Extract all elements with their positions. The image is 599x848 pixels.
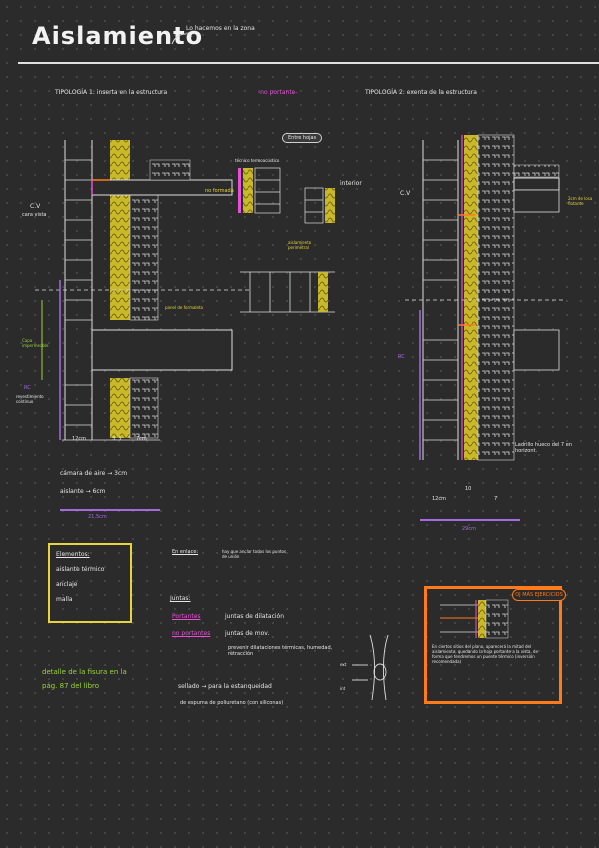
capa-impermeable-label: Capa impermeable xyxy=(22,338,49,348)
detalle-note: detalle de la fisura en la pág. 87 del l… xyxy=(42,668,127,690)
elementos-box: Elementos: aislante térmico anclaje mall… xyxy=(48,543,132,623)
elemento-item: malla xyxy=(56,596,73,603)
int-label: int xyxy=(340,686,346,691)
aislante-label: aislante → 6cm xyxy=(60,488,106,495)
no-portantes-label: no portantes xyxy=(172,630,211,637)
dim-t2-2: 12cm xyxy=(432,496,446,502)
elemento-item: anclaje xyxy=(56,581,78,588)
forjado-label: 2cm de losa flotante xyxy=(568,196,593,206)
cv-label-2: C.V xyxy=(400,190,411,197)
camara-label: cámara de aire → 3cm xyxy=(60,470,128,477)
dim-2: 3, 5 xyxy=(112,436,122,442)
ext-label: ext xyxy=(340,662,347,667)
no-portantes-text: juntas de mov. xyxy=(225,630,270,637)
no-formada-label: no formada xyxy=(205,188,234,194)
prevenir-text: prevenir dilataciones térmicas, humedad,… xyxy=(228,645,333,657)
cv-label-1: C.V xyxy=(30,203,41,210)
mas-ejercicios-badge: OJ MÁS EJERCICIOS xyxy=(512,589,566,601)
page-title: Aislamiento xyxy=(32,22,204,50)
cordon-text: de espuma de poliuretano (con siliconas) xyxy=(180,700,284,706)
interior-label: interior xyxy=(340,180,362,187)
dim-1: 12cm xyxy=(72,436,86,442)
tecnico-label: técnico termoacústico xyxy=(235,158,280,163)
portantes-text: juntas de dilatación xyxy=(225,613,285,620)
ejercicio-text: En ciertos sitios del plano, aparecerá l… xyxy=(432,644,538,664)
sellado-text: sellado → para la estanqueidad xyxy=(178,683,272,690)
header-note: Lo hacemos en la zona "E" xyxy=(186,25,255,39)
dim-3: 7cm xyxy=(136,436,147,442)
entre-hojas-badge: Entre hojas xyxy=(282,133,323,143)
portantes-label: Portantes xyxy=(172,613,201,620)
dim-t2-1: 10 xyxy=(465,486,472,492)
total-2-label: 29cm xyxy=(462,526,476,532)
juntas-title: Juntas: xyxy=(170,595,191,602)
total-1-label: 21,5cm xyxy=(88,514,107,520)
enlace-label: En enlace: xyxy=(172,549,199,555)
elementos-title: Elementos: xyxy=(56,551,90,558)
tipologia-1-wall xyxy=(35,140,250,511)
rc-label-1: RC xyxy=(24,385,31,391)
no-portante-label: -no portante- xyxy=(258,89,298,96)
tipologia-1-label: TIPOLOGÍA 1: inserta en la estructura xyxy=(55,89,168,96)
ejercicio-box xyxy=(424,586,562,704)
aislamiento-perimetral-label: aislamiento perimetral xyxy=(288,240,312,250)
panel-formaleta-label: panel de formaleta xyxy=(165,305,204,310)
rc-label-2: RC xyxy=(398,354,405,360)
title-divider xyxy=(18,62,599,64)
elemento-item: aislante térmico xyxy=(56,566,105,573)
revestimiento-label: revestimiento continuo xyxy=(16,394,44,404)
ladrillo-label: Ladrillo hueco del 7 en horizont. xyxy=(515,442,572,454)
cara-vista-label: cara vista xyxy=(22,212,47,218)
enlace-text: hay que anclar todos los puntos de unión xyxy=(222,549,287,559)
junta-sketch xyxy=(352,634,389,701)
dim-t2-3: 7 xyxy=(494,496,498,502)
tipologia-2-wall xyxy=(405,134,565,521)
tipologia-2-label: TIPOLOGÍA 2: exenta de la estructura xyxy=(365,89,477,96)
